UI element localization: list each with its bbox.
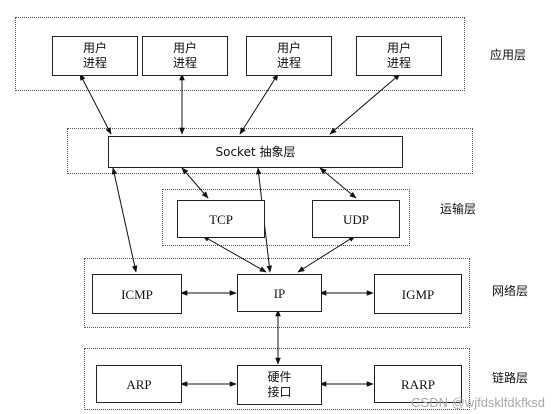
link-layer-label: 链路层 (492, 371, 529, 385)
user-process-box-2: 用户 进程 (142, 36, 228, 76)
icmp-box: ICMP (92, 274, 182, 314)
hardware-interface-label: 硬件 接口 (267, 370, 292, 399)
user-process-label-1: 用户 进程 (82, 41, 107, 70)
arrow-process4-socket (329, 73, 401, 135)
arrow-process1-socket (79, 73, 112, 135)
user-process-box-3: 用户 进程 (246, 36, 332, 76)
arrow-udp-ip (297, 235, 356, 273)
arrow-socket-tcp (181, 167, 209, 199)
udp-label: UDP (342, 211, 369, 227)
arrow-socket-udp (319, 167, 357, 199)
rarp-label: RARP (401, 376, 435, 392)
transport-layer-label: 运输层 (440, 202, 477, 216)
igmp-label: IGMP (401, 286, 435, 302)
user-process-box-1: 用户 进程 (52, 36, 138, 76)
arrow-tcp-ip (202, 235, 267, 273)
application-layer-label: 应用层 (490, 48, 527, 62)
rarp-box: RARP (374, 365, 462, 403)
arrow-process3-socket (239, 73, 279, 135)
user-process-label-4: 用户 进程 (386, 41, 411, 70)
user-process-label-2: 用户 进程 (172, 41, 197, 70)
arrow-socket-icmp (111, 167, 138, 273)
hardware-interface-box: 硬件 接口 (237, 365, 322, 405)
arp-box: ARP (96, 365, 182, 403)
udp-box: UDP (312, 200, 400, 238)
user-process-box-4: 用户 进程 (356, 36, 442, 76)
user-process-label-3: 用户 进程 (276, 41, 301, 70)
igmp-box: IGMP (374, 274, 462, 314)
ip-label: IP (273, 285, 286, 301)
tcp-box: TCP (177, 200, 265, 238)
transport-layer-region (162, 189, 410, 246)
tcp-label: TCP (209, 211, 233, 227)
socket-abstraction-label: Socket 抽象层 (215, 144, 296, 159)
icmp-label: ICMP (121, 286, 153, 302)
socket-abstraction-box: Socket 抽象层 (108, 136, 403, 168)
csdn-watermark: CSDN @wjfdsklfdkfksd (411, 395, 545, 410)
network-layer-label: 网络层 (492, 284, 529, 298)
arp-label: ARP (126, 376, 152, 392)
ip-box: IP (237, 274, 322, 312)
